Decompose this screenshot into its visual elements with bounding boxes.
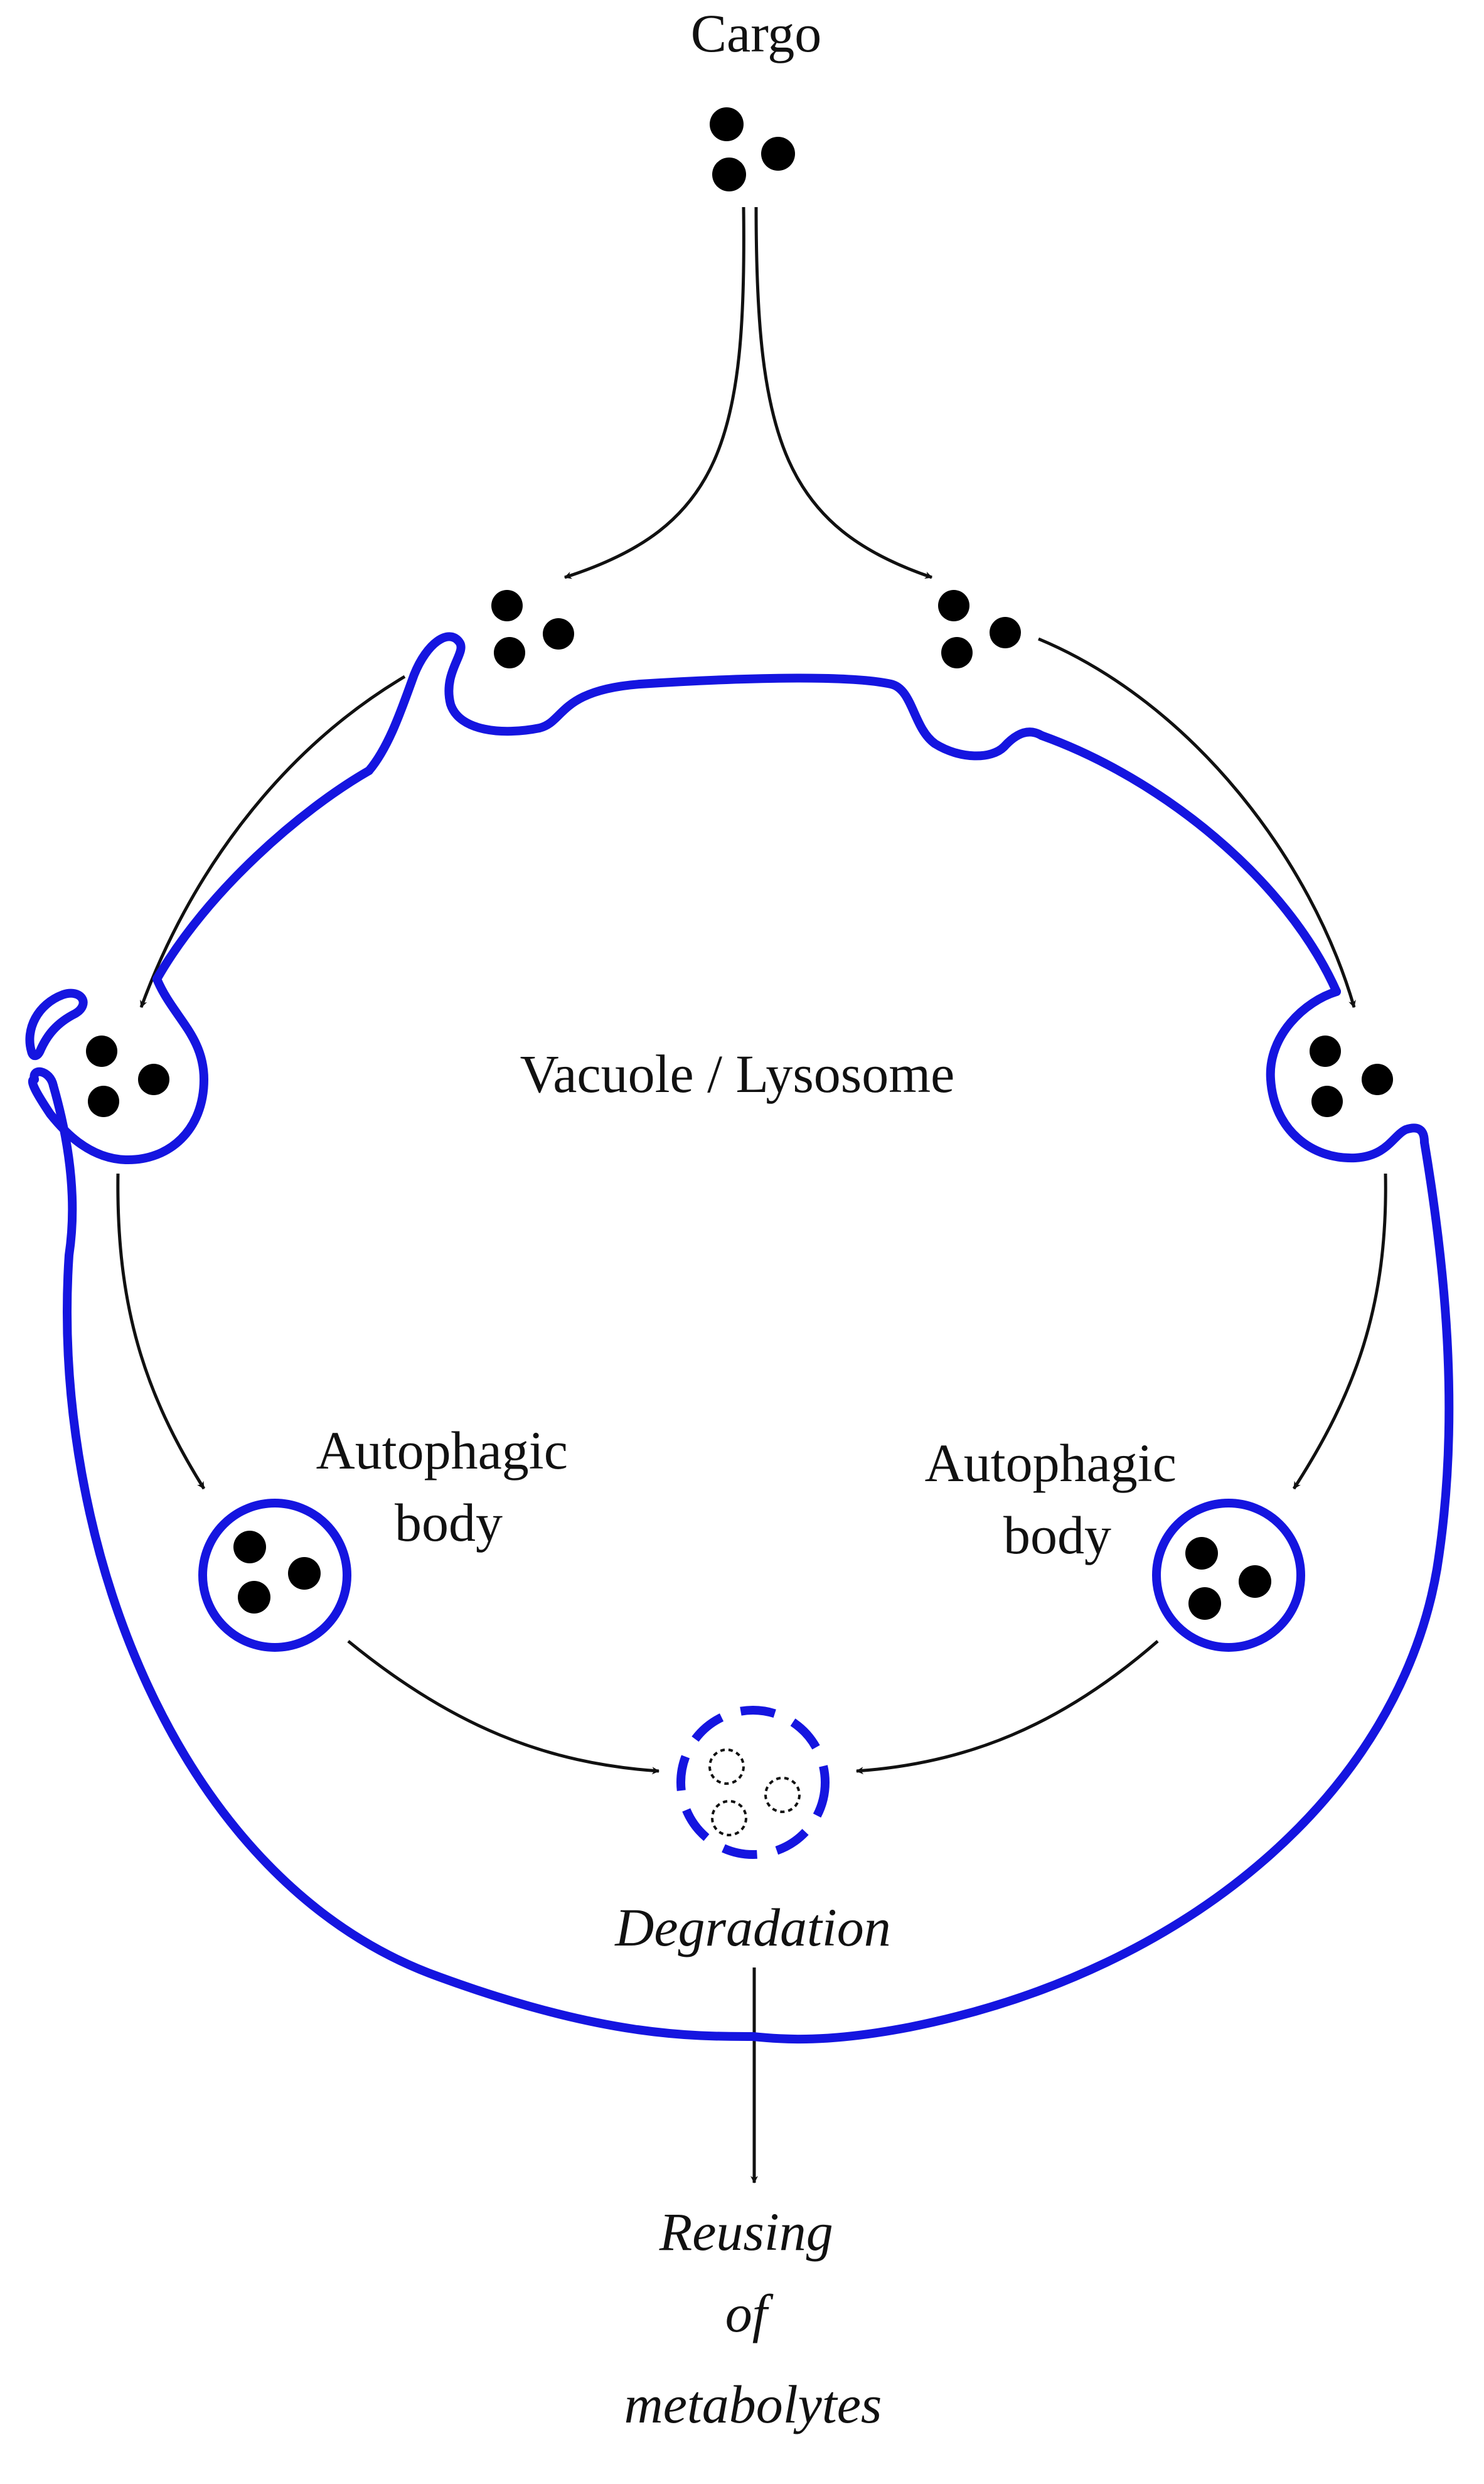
cargo-particles-top [710,107,795,191]
arrow-cargo-to-right [754,206,933,579]
arrow-left-to-autophagic-body [116,1173,206,1490]
cargo-label: Cargo [691,3,822,63]
arrow-cargo-to-left [563,206,745,579]
vacuole-membrane [25,632,1454,2044]
degraded-cargo [708,1748,801,1836]
cargo-particles-left-upper [491,590,574,668]
arrow-right-to-autophagic-body [1292,1173,1387,1490]
arrow-right-body-to-degradation [855,1640,1159,1775]
vacuole-label: Vacuole / Lysosome [520,1044,955,1104]
autophagic-body-right [1152,1499,1305,1652]
cargo-particles-right-upper [938,590,1021,668]
autophagic-body-left-label: Autophagic body [316,1420,582,1553]
cargo-particles-right-cup [1310,1036,1393,1117]
arrow-right-upper-to-lower [1038,637,1356,1009]
degradation-vesicle [676,1706,830,1859]
autophagic-body-right-cargo [1185,1537,1271,1620]
arrow-left-upper-to-lower [139,675,406,1009]
arrows [116,206,1387,2184]
degradation-label: Degradation [614,1897,891,1957]
reusing-metabolytes-label: Reusing of metabolytes [624,2202,882,2434]
cargo-particles-left-cup [86,1036,169,1117]
arrow-left-body-to-degradation [347,1640,660,1775]
autophagic-body-left [198,1499,351,1652]
autophagic-body-left-cargo [233,1531,321,1614]
autophagic-body-right-label: Autophagic body [925,1433,1190,1565]
